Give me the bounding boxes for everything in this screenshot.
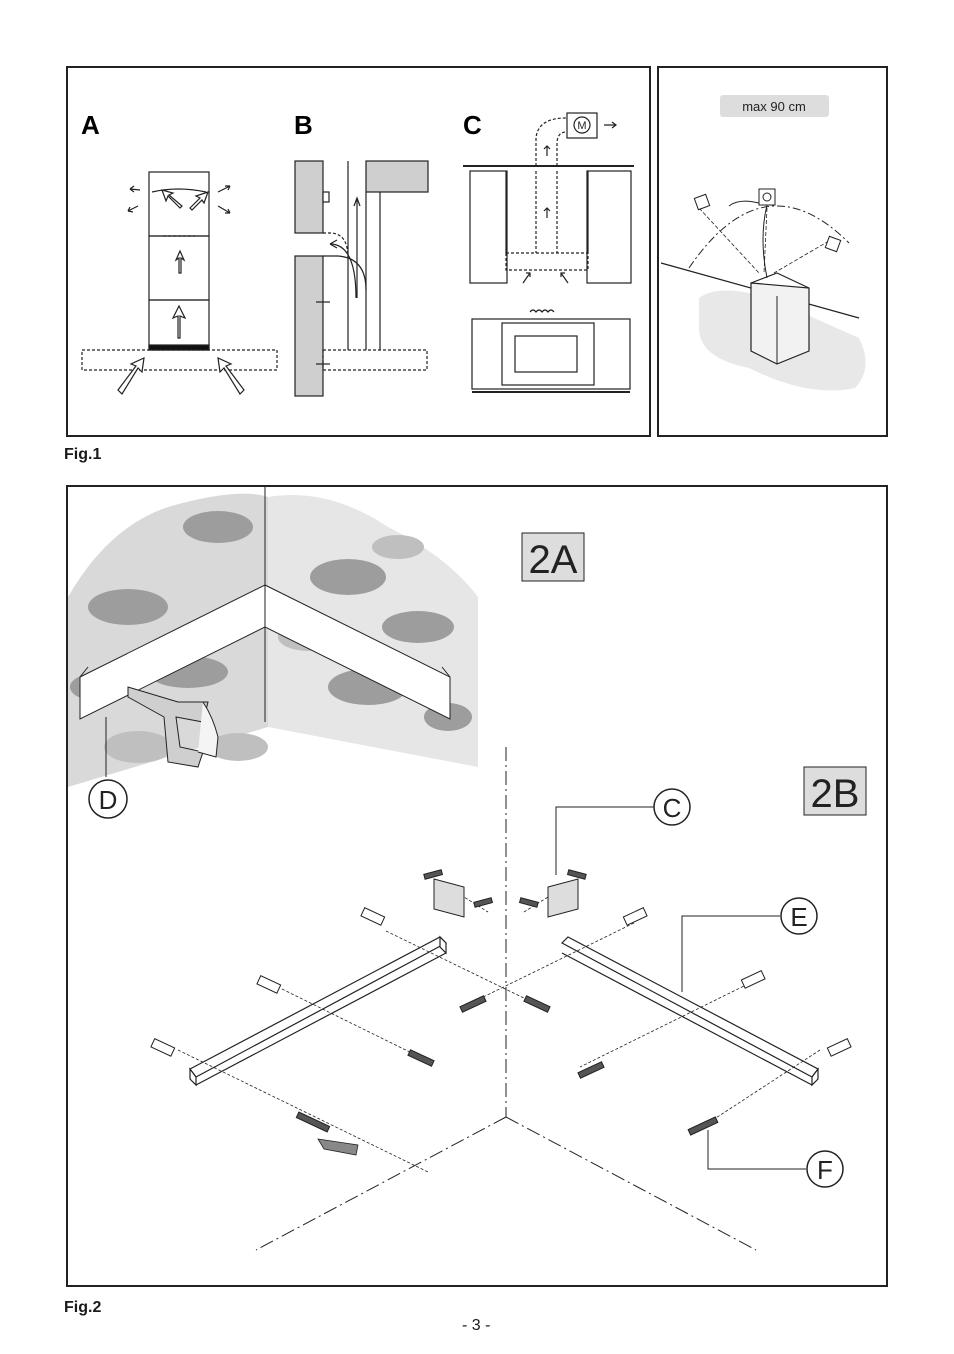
fig1-letter-b: B — [294, 110, 313, 140]
fig1-letter-a: A — [81, 110, 100, 140]
left-rail — [190, 937, 446, 1085]
fig1-letter-c: C — [463, 110, 482, 140]
socket-position-drawing: max 90 cm — [659, 68, 886, 435]
fig2-caption: Fig.2 — [64, 1299, 101, 1317]
callout-f: F — [817, 1155, 833, 1185]
motor-label: M — [577, 120, 586, 132]
page-number: - 3 - — [462, 1317, 490, 1335]
fig1-caption: Fig.1 — [64, 446, 101, 464]
fig1-main-panel: A B C — [66, 66, 651, 437]
step-2a-wall-illustration — [68, 487, 478, 787]
callout-e: E — [790, 902, 807, 932]
callout-d: D — [99, 785, 118, 815]
fig1-drawings: A B C — [68, 68, 649, 435]
diagram-c-ducted-ceiling: M — [463, 113, 634, 392]
fig2-drawings: 2A 2B D — [68, 487, 886, 1285]
diagram-b-ducted-wall — [295, 161, 428, 396]
callout-c: C — [663, 793, 682, 823]
fig2-panel: 2A 2B D — [66, 485, 888, 1287]
socket-height-note: max 90 cm — [742, 99, 806, 114]
fig1-socket-panel: max 90 cm — [657, 66, 888, 437]
step-2b-label: 2B — [811, 772, 860, 816]
step-2a-label: 2A — [529, 538, 578, 582]
diagram-a-recirculation — [82, 172, 277, 394]
